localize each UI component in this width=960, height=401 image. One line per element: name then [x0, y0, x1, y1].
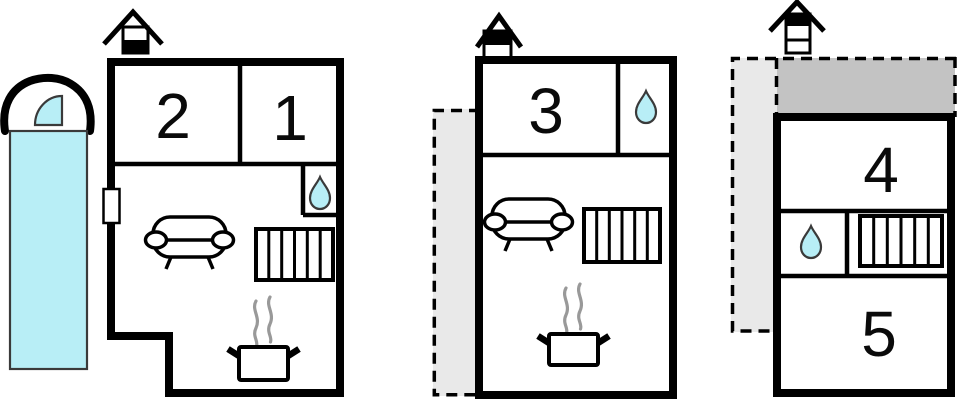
annex-upper-area [777, 58, 955, 115]
steam-line [266, 295, 274, 344]
sofa-icon [482, 197, 575, 252]
sofa-armrest-left [482, 212, 508, 232]
annex-area [731, 58, 777, 332]
radiator-fins [267, 229, 322, 280]
chimney-icon [474, 11, 524, 60]
chimney-roof [474, 11, 524, 49]
floor-plan-3 [730, 0, 957, 397]
chimney-flue [787, 15, 809, 26]
radiator-fins [595, 209, 649, 262]
tower [0, 73, 95, 371]
chimney-flue [124, 40, 147, 52]
water-drop-icon [799, 223, 823, 260]
water-drop-icon [308, 174, 332, 211]
sofa-icon [143, 215, 236, 270]
room-label: 4 [863, 134, 899, 206]
sofa-armrest-right [549, 212, 575, 232]
chimney-flue [485, 32, 510, 45]
room-label: 1 [272, 82, 308, 154]
sofa-legs [503, 238, 554, 252]
bathroom-walls [300, 164, 340, 218]
radiator-fins [872, 216, 930, 266]
sofa-armrest-right [210, 230, 236, 250]
annex-dashed-outline [432, 108, 480, 397]
pot-body [547, 332, 600, 367]
floor-plan-2 [432, 11, 677, 399]
sofa-legs [164, 256, 215, 270]
room-label: 5 [861, 298, 897, 370]
radiator-icon [254, 227, 335, 282]
water-drop-icon [634, 88, 658, 125]
room-label: 2 [155, 80, 191, 152]
floor-plan-1 [102, 8, 344, 397]
annex-dashed-outline [730, 56, 956, 333]
radiator-icon [858, 214, 944, 268]
tower-body [8, 129, 89, 371]
chimney-icon [768, 0, 826, 55]
sofa-armrest-left [143, 230, 169, 250]
outer-walls [475, 56, 677, 399]
steam-line [576, 282, 584, 331]
steam-line [562, 286, 570, 335]
room-label: 3 [528, 75, 564, 147]
cooking-pot-icon [536, 282, 611, 367]
steam-line [252, 299, 260, 348]
radiator-icon [582, 207, 662, 264]
chimney-icon [102, 8, 164, 55]
chimney-roof [102, 8, 164, 46]
annex-area [433, 109, 480, 396]
fan-window-icon [33, 94, 64, 127]
cooking-pot-icon [226, 295, 301, 382]
chimney-roof [768, 0, 826, 33]
door-icon [102, 187, 121, 225]
pot-body [237, 345, 290, 382]
